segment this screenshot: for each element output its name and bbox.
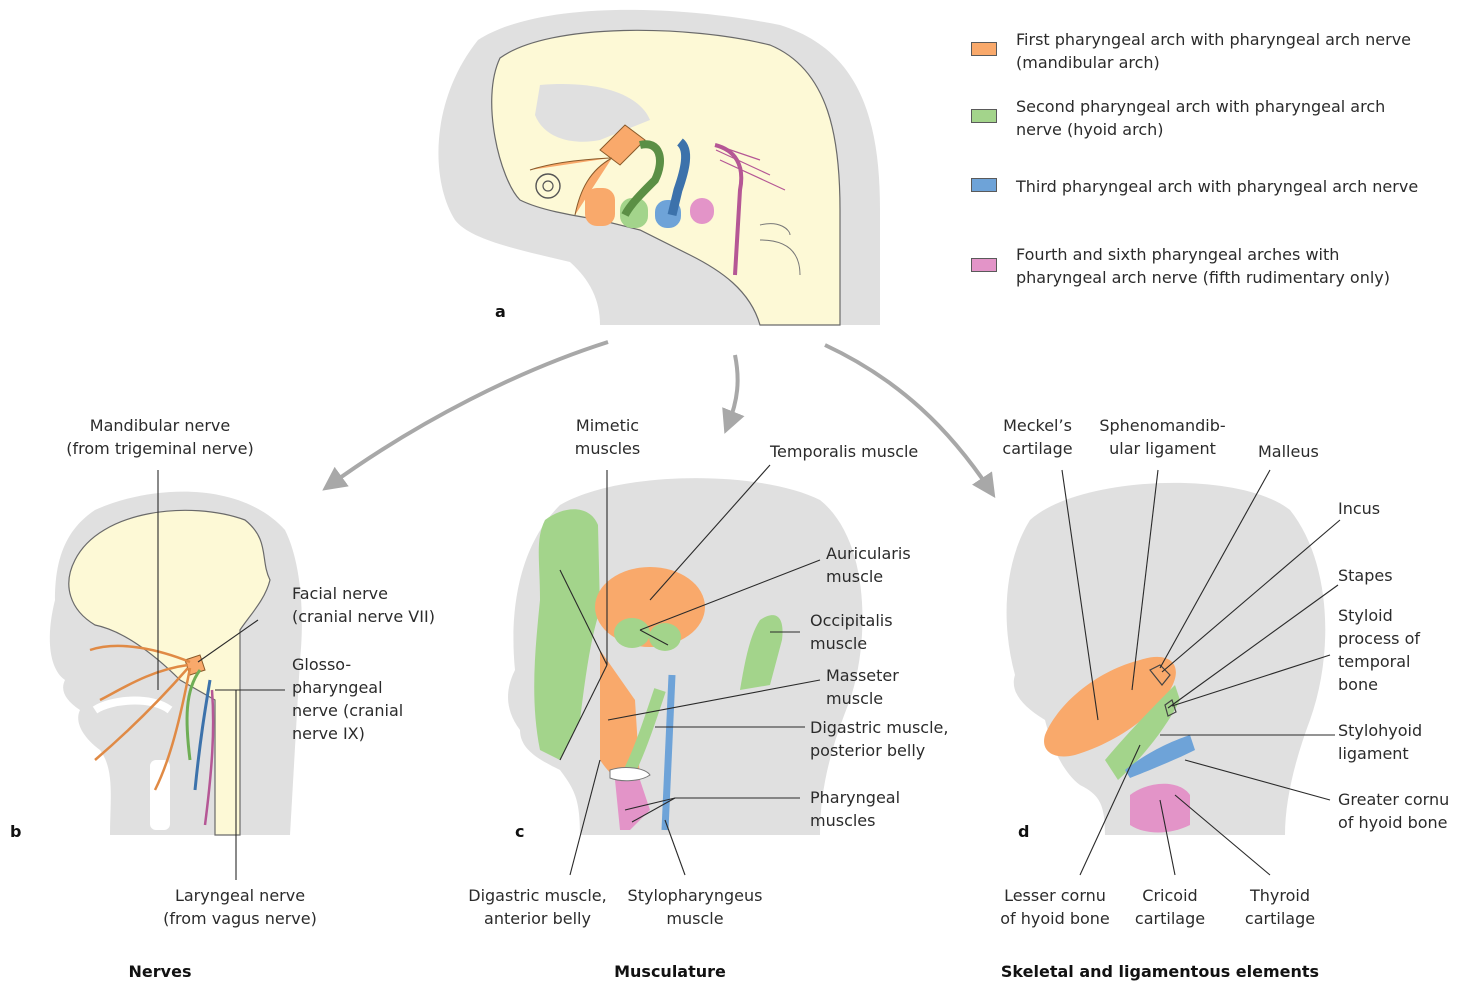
label-meckel-cartilage: Meckel’s cartilage — [990, 414, 1085, 460]
panel-label-d: d — [1018, 822, 1029, 841]
label-auricularis: Auricularis muscle — [826, 542, 911, 588]
label-sphenomandibular: Sphenomandib- ular ligament — [1090, 414, 1235, 460]
label-mimetic-muscles: Mimetic muscles — [560, 414, 655, 460]
skeletal-head — [1007, 483, 1326, 835]
label-digastric-posterior: Digastric muscle, posterior belly — [810, 716, 948, 762]
larynx-shape — [1130, 784, 1190, 833]
panel-label-c: c — [515, 822, 524, 841]
legend-swatch-third — [971, 178, 997, 192]
label-incus: Incus — [1338, 497, 1380, 520]
section-title-skeletal: Skeletal and ligamentous elements — [980, 962, 1340, 981]
label-digastric-anterior: Digastric muscle, anterior belly — [455, 884, 620, 930]
label-mandibular-nerve: Mandibular nerve (from trigeminal nerve) — [55, 414, 265, 460]
label-malleus: Malleus — [1258, 440, 1319, 463]
arch-1 — [585, 188, 615, 226]
label-cricoid-cartilage: Cricoid cartilage — [1120, 884, 1220, 930]
label-masseter: Masseter muscle — [826, 664, 899, 710]
legend-text-fourth-sixth: Fourth and sixth pharyngeal arches with … — [1016, 243, 1390, 289]
legend-text-third: Third pharyngeal arch with pharyngeal ar… — [1016, 175, 1418, 198]
label-thyroid-cartilage: Thyroid cartilage — [1230, 884, 1330, 930]
section-title-musculature: Musculature — [590, 962, 750, 981]
label-pharyngeal-muscles: Pharyngeal muscles — [810, 786, 900, 832]
legend-swatch-second — [971, 109, 997, 123]
nerves-head — [50, 492, 302, 835]
derivation-arrows — [330, 342, 990, 490]
label-laryngeal-nerve: Laryngeal nerve (from vagus nerve) — [150, 884, 330, 930]
legend-text-second: Second pharyngeal arch with pharyngeal a… — [1016, 95, 1385, 141]
label-styloid-process: Styloid process of temporal bone — [1338, 604, 1420, 696]
label-temporalis: Temporalis muscle — [770, 440, 918, 463]
label-stylopharyngeus: Stylopharyngeus muscle — [620, 884, 770, 930]
section-title-nerves: Nerves — [100, 962, 220, 981]
label-greater-cornu: Greater cornu of hyoid bone — [1338, 788, 1449, 834]
label-facial-nerve: Facial nerve (cranial nerve VII) — [292, 582, 435, 628]
embryo-drawing — [438, 10, 880, 325]
label-glossopharyngeal-nerve: Glosso- pharyngeal nerve (cranial nerve … — [292, 653, 403, 745]
label-lesser-cornu: Lesser cornu of hyoid bone — [995, 884, 1115, 930]
label-occipitalis: Occipitalis muscle — [810, 609, 893, 655]
arch-4-6 — [690, 198, 714, 224]
legend-swatch-first — [971, 42, 997, 56]
arrow-to-skeletal — [825, 345, 990, 490]
panel-label-b: b — [10, 822, 21, 841]
legend-swatch-fourth-sixth — [971, 258, 997, 272]
legend-text-first: First pharyngeal arch with pharyngeal ar… — [1016, 28, 1411, 74]
musculature-head — [508, 478, 862, 835]
label-stapes: Stapes — [1338, 564, 1393, 587]
panel-label-a: a — [495, 302, 506, 321]
arrow-to-musculature — [728, 355, 738, 425]
label-stylohyoid-ligament: Stylohyoid ligament — [1338, 719, 1422, 765]
